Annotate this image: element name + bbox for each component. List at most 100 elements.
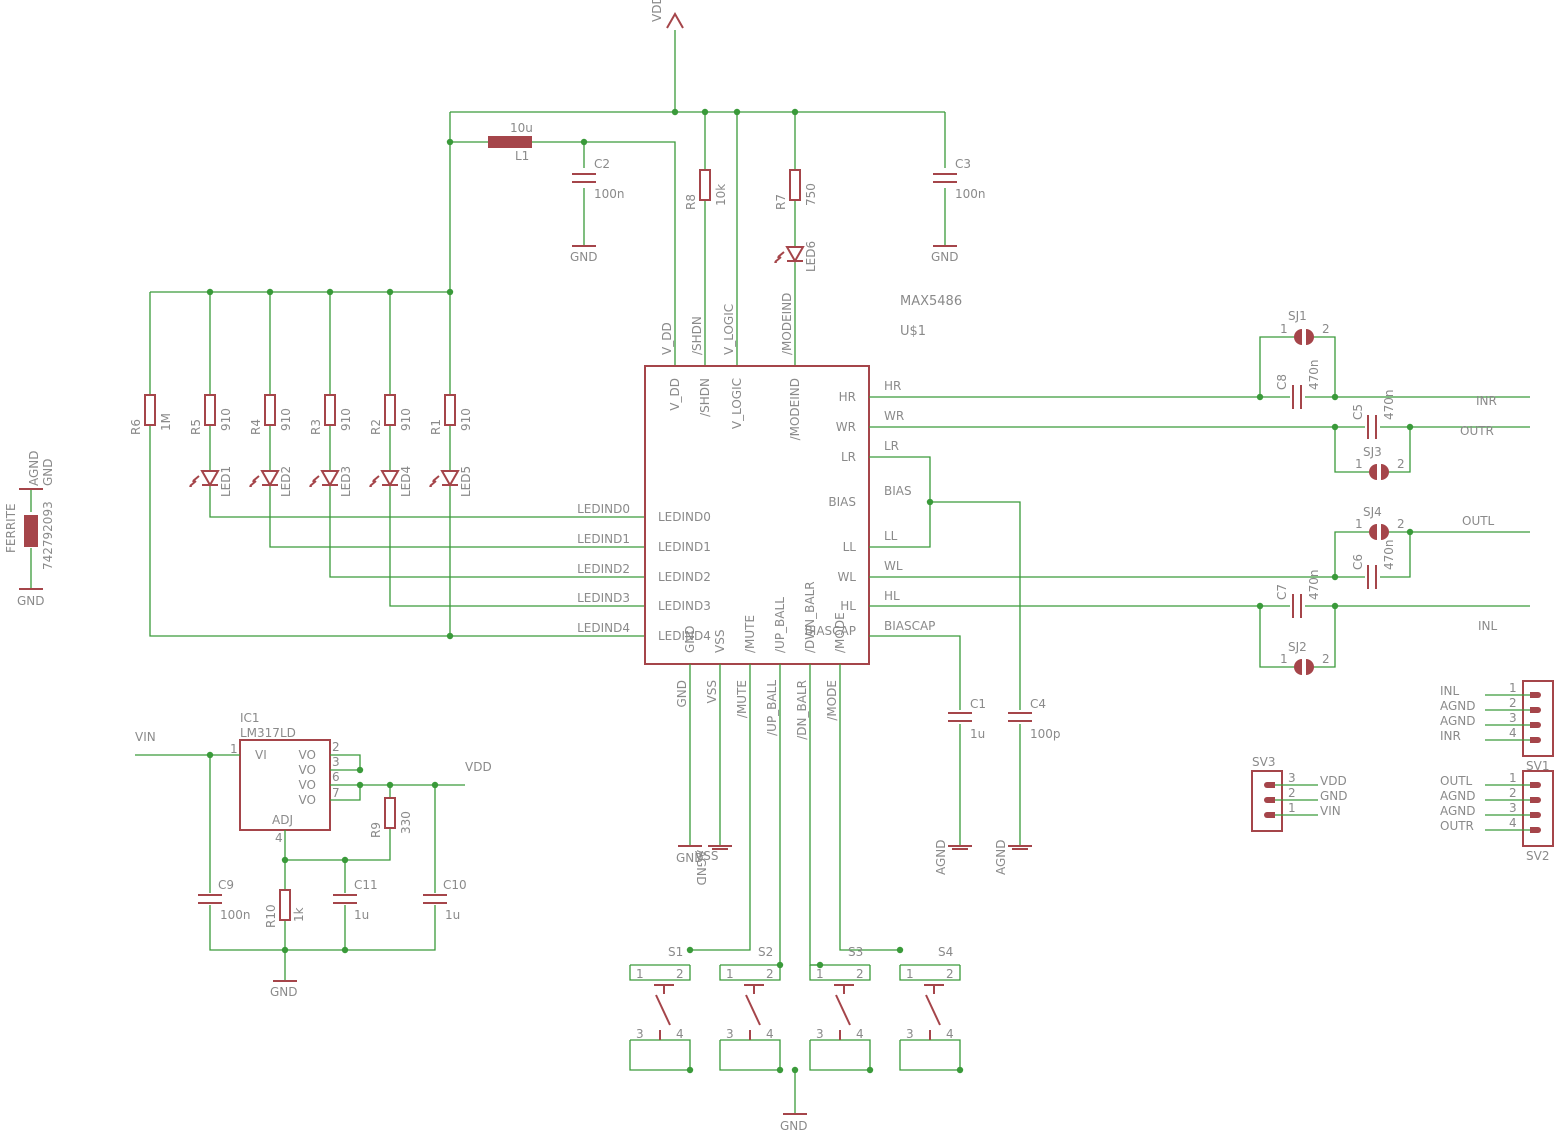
ic-pin-bottom: /UP_BALL (773, 597, 787, 653)
sj2-ref: SJ2 (1288, 640, 1307, 654)
vdd-top-label: VDD (650, 0, 664, 22)
led-ref: LED3 (339, 466, 353, 497)
wire (869, 396, 1530, 607)
switch-pin: 4 (676, 1027, 684, 1041)
c9-value: 100n (220, 908, 251, 922)
header-label: AGND (1440, 699, 1476, 713)
reg-pin-num: 3 (332, 755, 340, 769)
resistor-value: 910 (339, 408, 353, 431)
header-pin-num: 2 (1509, 696, 1517, 710)
jumper-pin: 1 (1280, 322, 1288, 336)
c11-ref: C11 (354, 878, 378, 892)
wire (629, 1039, 691, 1071)
c7-value: 470n (1307, 569, 1321, 600)
ic-pin-right: WR (836, 420, 856, 434)
header-pin (1264, 812, 1275, 818)
resistor-value: 910 (279, 408, 293, 431)
wire (449, 292, 645, 637)
net-label: BIAS (884, 484, 912, 498)
resistor-body (699, 169, 711, 201)
resistor-body (384, 394, 396, 426)
ic-pin-right: BIASCAP (805, 624, 856, 638)
jumper-half (1381, 524, 1389, 540)
net-label: /UP_BALL (765, 680, 779, 736)
header-pin (1530, 692, 1541, 698)
reg-pin: VO (299, 778, 316, 792)
net-inr: INR (1476, 394, 1497, 408)
ic-pin-top: /MODEIND (788, 378, 802, 440)
junction-dot (776, 1066, 784, 1074)
c5-value: 470n (1382, 389, 1396, 420)
resistor-body (324, 394, 336, 426)
jumper-half (1294, 329, 1302, 345)
jumper-half (1306, 329, 1314, 345)
header-body (1251, 770, 1283, 832)
led-triangle (440, 470, 460, 488)
ic-body (644, 365, 870, 665)
reg-pin-num: 6 (332, 770, 340, 784)
wire (149, 292, 450, 637)
r9-ref: R9 (369, 822, 383, 838)
net-outr: OUTR (1460, 424, 1494, 438)
net-label: WR (884, 409, 904, 423)
header-label: AGND (1440, 714, 1476, 728)
header-label: OUTR (1440, 819, 1474, 833)
net-label: /DN_BALR (795, 680, 809, 740)
ferrite-gnd: GND (17, 594, 45, 608)
sv3-ref: SV3 (1252, 755, 1275, 769)
vdd-label: VDD (465, 760, 492, 774)
wire (1334, 531, 1410, 577)
sj1-ref: SJ1 (1288, 309, 1307, 323)
ic-pin-right: BIAS (828, 495, 856, 509)
ic-pin-left: LEDIND4 (658, 629, 711, 643)
junction-dot (580, 138, 588, 146)
ic-pin-top: V_LOGIC (730, 378, 744, 429)
header-label: OUTL (1440, 774, 1473, 788)
switch-pin: 3 (816, 1027, 824, 1041)
header-pin (1530, 812, 1541, 818)
inductor-body (488, 136, 532, 148)
switch-pin: 1 (906, 967, 914, 981)
junction-dot (341, 946, 349, 954)
r8-value: 10k (714, 184, 728, 206)
resistor-ref: R2 (369, 419, 383, 435)
resistor-body (144, 394, 156, 426)
led-ref: LED5 (459, 466, 473, 497)
net-label: LEDIND4 (577, 621, 630, 635)
resistor-ref: R5 (189, 419, 203, 435)
net-label: /MODEIND (780, 293, 794, 355)
r6-ref: R6 (129, 419, 143, 435)
switch-pin: 3 (726, 1027, 734, 1041)
junction-dot (686, 946, 694, 954)
resistor-value: 910 (459, 408, 473, 431)
header-pin (1530, 797, 1541, 803)
reg-pin: ADJ (272, 813, 293, 827)
header-label: AGND (1440, 804, 1476, 818)
ic-pin-bottom: VSS (713, 630, 727, 653)
header-label: INR (1440, 729, 1461, 743)
junction-dot (671, 108, 679, 116)
ic-pin-left: LEDIND2 (658, 570, 711, 584)
led-triangle (260, 470, 280, 488)
vss-symbol (708, 845, 732, 850)
led-arrowheads (309, 479, 315, 487)
r9-value: 330 (399, 811, 413, 834)
junction-dot (896, 946, 904, 954)
jumper-pin: 1 (1280, 652, 1288, 666)
switch-pin: 2 (676, 967, 684, 981)
r10-value: 1k (292, 907, 306, 922)
net-label: LR (884, 439, 899, 453)
switch-ref: S4 (938, 945, 953, 959)
net-label: HL (884, 589, 900, 603)
r7-value: 750 (804, 183, 818, 206)
header-pin-num: 1 (1509, 681, 1517, 695)
reg-pin: VI (255, 748, 267, 762)
net-label: WL (884, 559, 903, 573)
